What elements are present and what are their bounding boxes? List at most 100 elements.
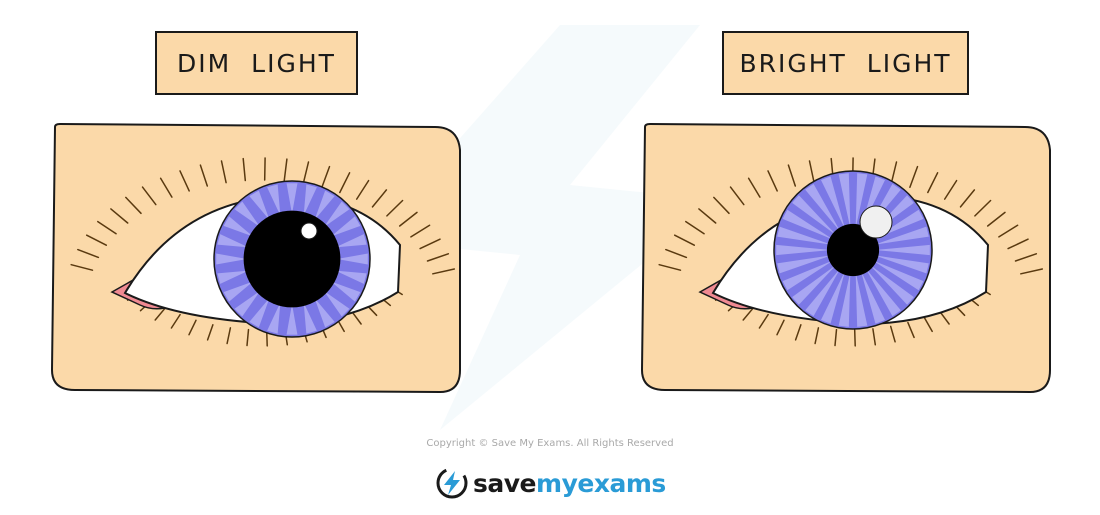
iris-ray <box>223 281 254 302</box>
eyelash <box>890 161 898 185</box>
eyelash <box>889 325 896 343</box>
iris-ray <box>869 264 914 305</box>
eyelash <box>1007 238 1029 250</box>
iris-ray <box>217 270 249 284</box>
eyelash <box>246 328 250 347</box>
iris-ray <box>286 304 298 335</box>
eyelash <box>998 224 1019 238</box>
iris-ray <box>855 271 868 327</box>
eyelash <box>170 313 181 329</box>
eyelash <box>909 165 919 189</box>
eyelash <box>853 329 856 347</box>
iris-ray <box>249 190 270 221</box>
logo-word-exams: exams <box>577 468 666 498</box>
eyelash <box>923 316 933 333</box>
eyelash <box>220 160 227 184</box>
copyright-text: Copyright © Save My Exams. All Rights Re… <box>426 438 674 449</box>
iris-ray <box>838 173 851 229</box>
eyelash <box>386 199 404 217</box>
pupil <box>243 210 341 308</box>
iris-ray <box>234 201 261 228</box>
iris-ray <box>267 302 281 334</box>
dim-light-panel: DIM LIGHT <box>30 0 530 400</box>
eyelash <box>907 321 915 339</box>
eyelash <box>283 158 288 182</box>
logo-word-save: save <box>473 468 537 498</box>
iris-ray <box>874 255 929 274</box>
iris-ray <box>776 244 831 256</box>
eyelash <box>398 211 418 227</box>
iris-ray <box>323 201 350 228</box>
iris-ray <box>792 264 837 305</box>
eyelash <box>419 238 441 250</box>
iris-ray <box>234 290 261 317</box>
eyelash <box>658 263 682 271</box>
iris-ray <box>249 297 270 328</box>
iris-ray <box>337 253 368 265</box>
iris-ray <box>777 255 832 274</box>
eyelash <box>729 186 745 206</box>
iris-ray <box>314 297 335 328</box>
iris-ray <box>838 271 851 327</box>
eyelash <box>794 324 802 341</box>
eyelash <box>242 157 247 182</box>
iris-ray <box>267 184 281 216</box>
logo-word-my: my <box>536 468 578 498</box>
iris-ray <box>303 302 317 334</box>
eyelash <box>159 177 173 198</box>
iris-ray <box>805 268 841 317</box>
eyelash <box>432 268 456 275</box>
eyelash <box>110 208 129 224</box>
eyelash <box>986 211 1006 227</box>
eyelash <box>339 172 351 194</box>
eyelash <box>97 220 117 235</box>
iris-ray <box>805 183 841 232</box>
eyelash <box>321 165 331 189</box>
iris-ray <box>777 226 832 245</box>
iris-ray <box>314 190 335 221</box>
iris-ray <box>855 173 868 229</box>
iris-ray <box>820 270 846 324</box>
iris-ray <box>286 183 298 214</box>
dim-light-eye <box>50 122 461 394</box>
iris-ray <box>875 244 930 256</box>
eyelash <box>943 179 958 200</box>
iris-ray <box>865 268 901 317</box>
iris-ray <box>335 234 367 248</box>
eye-highlight <box>859 205 893 239</box>
eyelash <box>814 327 820 345</box>
eyelash <box>787 164 797 187</box>
iris-ray <box>330 216 361 237</box>
iris-ray <box>782 260 834 291</box>
eyelash <box>199 164 209 187</box>
pupil <box>826 223 880 277</box>
dim-light-label: DIM LIGHT <box>155 31 358 95</box>
eyelash <box>665 248 688 259</box>
eyelash <box>154 306 167 321</box>
eyelash <box>758 313 769 329</box>
eyelash <box>776 319 785 336</box>
eyelash <box>206 324 214 341</box>
save-my-exams-logo: savemyexams <box>435 463 666 503</box>
iris-ray <box>217 234 249 248</box>
eyelash <box>959 189 976 208</box>
eyelash <box>426 253 450 262</box>
eyelash <box>767 170 778 192</box>
eyelash <box>410 224 431 238</box>
eyelash <box>872 328 877 346</box>
eyelash <box>747 177 761 198</box>
upper-lashes <box>70 157 456 275</box>
iris-ray <box>216 253 247 265</box>
eyelash <box>70 263 94 271</box>
eyelash <box>974 199 992 217</box>
eyelash <box>125 196 142 215</box>
iris-ray <box>303 184 317 216</box>
iris-ray <box>874 226 929 245</box>
iris-ray <box>323 290 350 317</box>
eyelash <box>834 328 838 347</box>
eyelash <box>673 234 696 246</box>
iris-ray <box>860 270 886 324</box>
bright-light-eye <box>640 122 1051 394</box>
eye-highlight <box>300 222 318 240</box>
iris-ray <box>330 281 361 302</box>
